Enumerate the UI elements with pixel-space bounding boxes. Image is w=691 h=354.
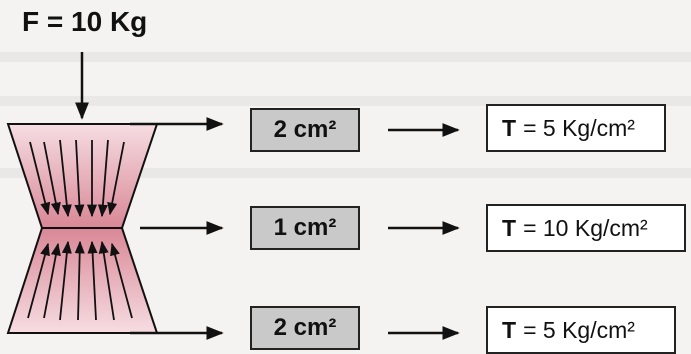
- force-label: F = 10 Kg: [22, 6, 148, 37]
- internal-arrows-down: [29, 139, 125, 218]
- stress-box-top: T = 5 Kg/cm²: [486, 104, 666, 152]
- stress-symbol: T: [502, 214, 517, 241]
- body-lower-half: [6, 227, 159, 334]
- area-box-top: 2 cm²: [250, 108, 360, 152]
- background-band: [0, 96, 691, 106]
- area-box-middle: 1 cm²: [250, 206, 360, 250]
- stress-box-middle: T = 10 Kg/cm²: [486, 204, 686, 252]
- area-box-bottom: 2 cm²: [250, 306, 360, 350]
- stress-value: = 10 Kg/cm²: [523, 214, 648, 241]
- background-band: [0, 52, 691, 62]
- internal-arrows-up: [27, 240, 133, 321]
- stress-box-bottom: T = 5 Kg/cm²: [486, 306, 676, 354]
- body-upper-half: [6, 123, 159, 229]
- background-band: [0, 168, 691, 178]
- stress-symbol: T: [502, 114, 517, 141]
- stress-value: = 5 Kg/cm²: [523, 114, 635, 141]
- stress-symbol: T: [502, 316, 517, 343]
- stress-value: = 5 Kg/cm²: [523, 316, 635, 343]
